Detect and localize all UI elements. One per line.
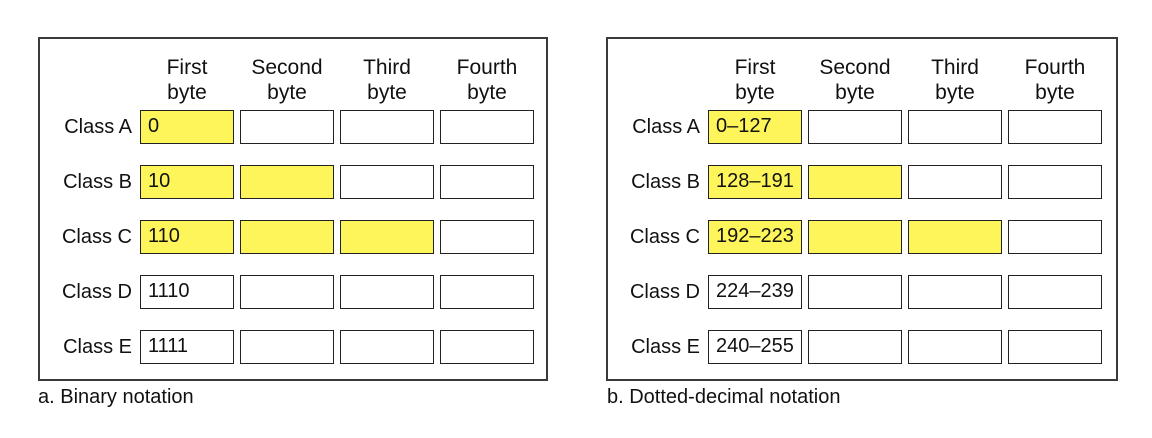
first-byte-cell: 192–223 (708, 220, 802, 254)
first-byte-cell: 1111 (140, 330, 234, 364)
first-byte-cell: 0 (140, 110, 234, 144)
first-byte-cell: 10 (140, 165, 234, 199)
row-label: Class C (61, 226, 132, 248)
byte-cell (440, 165, 534, 199)
row-label: Class A (64, 116, 132, 138)
byte-cell (440, 110, 534, 144)
byte-cell (1008, 330, 1102, 364)
byte-cell (340, 220, 434, 254)
byte-cell (340, 165, 434, 199)
byte-cell (340, 275, 434, 309)
byte-cell (240, 330, 334, 364)
byte-cell (340, 330, 434, 364)
first-byte-cell: 0–127 (708, 110, 802, 144)
byte-cell (908, 275, 1002, 309)
column-header-1: First byte (734, 56, 776, 104)
byte-cell (240, 110, 334, 144)
row-label: Class E (631, 336, 700, 358)
byte-cell (340, 110, 434, 144)
first-byte-cell: 240–255 (708, 330, 802, 364)
first-byte-cell: 1110 (140, 275, 234, 309)
byte-cell (440, 330, 534, 364)
byte-cell (908, 330, 1002, 364)
first-byte-cell: 224–239 (708, 275, 802, 309)
byte-cell (1008, 165, 1102, 199)
column-header-1: First byte (166, 56, 208, 104)
byte-cell (240, 275, 334, 309)
byte-cell (440, 275, 534, 309)
caption-dotted-decimal: b. Dotted-decimal notation (607, 386, 841, 408)
byte-cell (908, 110, 1002, 144)
row-label: Class C (629, 226, 700, 248)
byte-cell (240, 165, 334, 199)
byte-cell (1008, 110, 1102, 144)
column-header-4: Fourth byte (456, 56, 518, 104)
byte-cell (1008, 275, 1102, 309)
column-header-4: Fourth byte (1024, 56, 1086, 104)
binary-notation-panel: First byte Second byte Third byte Fourth by… (38, 37, 548, 381)
column-header-2: Second byte (819, 56, 891, 104)
byte-cell (808, 165, 902, 199)
byte-cell (240, 220, 334, 254)
row-label: Class D (629, 281, 700, 303)
first-byte-cell: 110 (140, 220, 234, 254)
byte-cell (808, 330, 902, 364)
row-label: Class D (61, 281, 132, 303)
byte-cell (808, 275, 902, 309)
row-label: Class B (631, 171, 700, 193)
dotted-decimal-panel: First byte Second byte Third byte Fourth by… (606, 37, 1118, 381)
column-header-2: Second byte (251, 56, 323, 104)
column-header-3: Third byte (363, 56, 411, 104)
row-label: Class E (63, 336, 132, 358)
byte-cell (908, 220, 1002, 254)
byte-cell (908, 165, 1002, 199)
caption-binary: a. Binary notation (38, 386, 194, 408)
column-header-3: Third byte (931, 56, 979, 104)
byte-cell (440, 220, 534, 254)
first-byte-cell: 128–191 (708, 165, 802, 199)
byte-cell (1008, 220, 1102, 254)
byte-cell (808, 220, 902, 254)
byte-cell (808, 110, 902, 144)
row-label: Class A (632, 116, 700, 138)
row-label: Class B (63, 171, 132, 193)
